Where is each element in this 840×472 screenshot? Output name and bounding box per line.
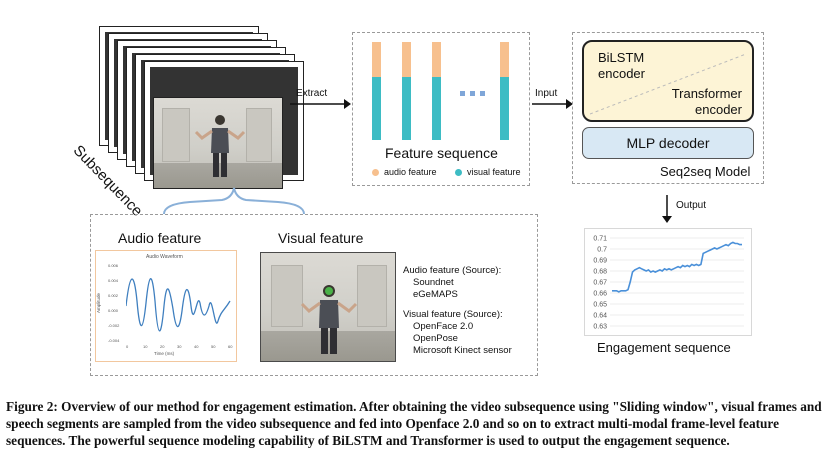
chart-ytick-label: 0.65 xyxy=(593,302,607,309)
waveform-ylabel: Amplitude xyxy=(96,292,101,313)
feature-bar xyxy=(372,42,381,140)
input-arrow-icon xyxy=(532,99,573,109)
audio-waveform-plot: Audio Waveform Time (ms) Amplitude 0.006… xyxy=(95,250,237,362)
chart-ytick-label: 0.71 xyxy=(593,236,607,243)
visual-legend-label: visual feature xyxy=(467,167,521,177)
feature-sequence-title: Feature sequence xyxy=(385,145,498,161)
bracket-connector xyxy=(163,187,305,215)
waveform-title: Audio Waveform xyxy=(146,254,183,260)
waveform-line xyxy=(126,278,231,332)
waveform-ytick: 0.000 xyxy=(108,308,119,313)
chart-ytick-label: 0.67 xyxy=(593,280,607,287)
output-arrow-icon xyxy=(662,195,672,223)
visual-segment xyxy=(500,77,509,140)
engagement-title: Engagement sequence xyxy=(597,340,731,355)
waveform-ytick: 0.002 xyxy=(108,293,119,298)
audio-segment xyxy=(372,42,381,78)
chart-ytick-label: 0.66 xyxy=(593,291,607,298)
chart-ytick-label: 0.63 xyxy=(593,324,607,331)
feature-bar xyxy=(432,42,441,140)
seq2seq-title: Seq2seq Model xyxy=(660,164,751,179)
audio-source-title: Audio feature (Source): xyxy=(403,265,502,276)
extract-arrow-icon xyxy=(290,99,351,109)
feature-details-panel xyxy=(90,214,538,376)
waveform-ytick: 0.004 xyxy=(108,278,119,283)
ellipsis-dot xyxy=(470,91,475,96)
feature-bar xyxy=(500,42,509,140)
audio-segment xyxy=(402,42,411,78)
waveform-xtick: 40 xyxy=(194,344,199,349)
visual-feature-heading: Visual feature xyxy=(278,230,364,246)
waveform-xtick: 0 xyxy=(126,344,129,349)
audio-segment xyxy=(500,42,509,78)
visual-source-item: Microsoft Kinect sensor xyxy=(413,345,512,356)
waveform-xtick: 20 xyxy=(160,344,165,349)
waveform-xtick: 60 xyxy=(228,344,233,349)
audio-source-item: Soundnet xyxy=(413,277,454,288)
output-label: Output xyxy=(676,200,707,211)
visual-source-block: Visual feature (Source): OpenFace 2.0 Op… xyxy=(403,309,512,357)
chart-ytick-label: 0.7 xyxy=(597,247,607,254)
person-with-landmarks-icon xyxy=(300,285,358,354)
waveform-ytick: 0.006 xyxy=(108,263,119,268)
feature-bar xyxy=(402,42,411,140)
visual-segment xyxy=(432,77,441,140)
audio-legend-dot xyxy=(372,169,379,176)
waveform-xtick: 50 xyxy=(211,344,216,349)
waveform-xlabel: Time (ms) xyxy=(154,351,175,356)
visual-feature-image xyxy=(260,252,396,362)
audio-legend-label: audio feature xyxy=(384,167,437,177)
waveform-ytick: -0.004 xyxy=(108,338,120,343)
engagement-series-line xyxy=(612,241,742,293)
visual-legend-dot xyxy=(455,169,462,176)
waveform-xtick: 30 xyxy=(177,344,182,349)
audio-segment xyxy=(432,42,441,78)
engagement-chart: 0.71 0.7 0.69 0.68 0.67 0.66 0.65 0.64 0.63 xyxy=(593,236,744,331)
encoder-split-line xyxy=(589,53,747,115)
visual-source-item: OpenPose xyxy=(413,333,458,344)
video-frame-front xyxy=(153,97,283,189)
person-icon xyxy=(194,115,246,177)
ellipsis-dot xyxy=(480,91,485,96)
audio-source-block: Audio feature (Source): Soundnet eGeMAPS xyxy=(403,265,501,301)
feature-sequence-panel xyxy=(352,32,530,186)
audio-feature-heading: Audio feature xyxy=(118,230,202,246)
visual-segment xyxy=(372,77,381,140)
visual-source-title: Visual feature (Source): xyxy=(403,309,503,320)
ellipsis-dot xyxy=(460,91,465,96)
waveform-xtick: 10 xyxy=(143,344,148,349)
mlp-decoder-box: MLP decoder xyxy=(582,127,754,159)
visual-segment xyxy=(402,77,411,140)
chart-ytick-label: 0.69 xyxy=(593,258,607,265)
extract-label: Extract xyxy=(296,88,328,99)
chart-ytick-label: 0.64 xyxy=(593,313,607,320)
figure-caption: Figure 2: Overview of our method for eng… xyxy=(6,399,822,448)
input-label: Input xyxy=(535,88,558,99)
visual-source-item: OpenFace 2.0 xyxy=(413,321,474,332)
audio-source-item: eGeMAPS xyxy=(413,289,458,300)
engagement-chart-frame xyxy=(584,228,752,336)
seq2seq-panel xyxy=(572,32,764,184)
chart-ytick-label: 0.68 xyxy=(593,269,607,276)
waveform-ytick: -0.002 xyxy=(108,323,120,328)
